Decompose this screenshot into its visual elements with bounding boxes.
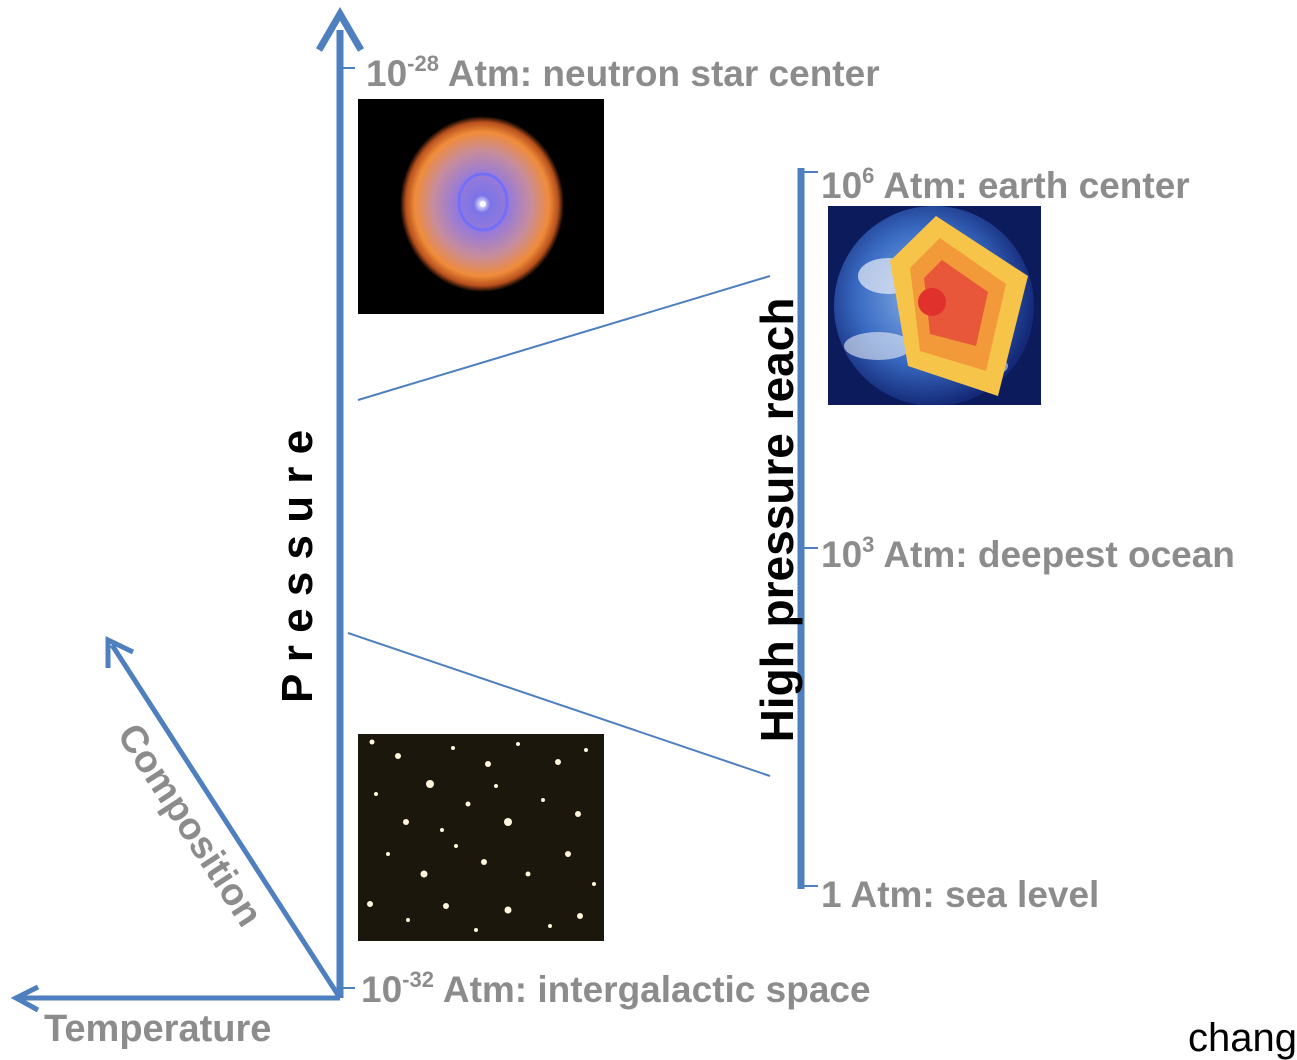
intergalactic-exponent: -32 bbox=[402, 967, 434, 992]
composition-arrowhead bbox=[105, 636, 135, 668]
deepest-ocean-label: 103 Atm: deepest ocean bbox=[821, 534, 1235, 575]
earth-center-exponent: 6 bbox=[862, 163, 875, 188]
intergalactic-label: 10-32 Atm: intergalactic space bbox=[361, 969, 871, 1010]
neutron-star-text: Atm: neutron star center bbox=[438, 53, 880, 94]
neutron-star-exponent: -28 bbox=[407, 51, 439, 76]
zoom-line-top bbox=[357, 275, 771, 401]
neutron-star-base: 10 bbox=[366, 53, 408, 94]
deepest-ocean-exponent: 3 bbox=[862, 532, 875, 557]
pressure-arrowhead bbox=[315, 7, 365, 52]
nebula-icon bbox=[400, 116, 564, 292]
starfield-image bbox=[358, 734, 604, 941]
temperature-arrowhead bbox=[10, 984, 40, 1013]
intergalactic-text: Atm: intergalactic space bbox=[433, 969, 871, 1010]
footer-cut-text: chang bbox=[1188, 1016, 1297, 1060]
zoom-line-bottom bbox=[347, 632, 771, 777]
earth-center-base: 10 bbox=[821, 165, 863, 206]
composition-axis bbox=[109, 643, 343, 1000]
temperature-axis-label: Temperature bbox=[44, 1008, 272, 1050]
high-pressure-reach-label: High pressure reach bbox=[751, 297, 803, 743]
neutron-star-label: 10-28 Atm: neutron star center bbox=[366, 53, 880, 94]
sea-level-text: 1 Atm: sea level bbox=[821, 874, 1100, 915]
intergalactic-base: 10 bbox=[361, 969, 403, 1010]
nebula-image bbox=[358, 99, 604, 314]
deepest-ocean-base: 10 bbox=[821, 534, 863, 575]
starfield-icon bbox=[367, 739, 596, 932]
earth-core-image bbox=[828, 206, 1041, 405]
earth-center-text: Atm: earth center bbox=[874, 165, 1190, 206]
pressure-axis-label: P r e s s u r e bbox=[273, 429, 322, 703]
earth-core-icon bbox=[834, 206, 1034, 405]
deepest-ocean-text: Atm: deepest ocean bbox=[874, 534, 1235, 575]
sea-level-label: 1 Atm: sea level bbox=[821, 876, 1099, 913]
earth-center-label: 106 Atm: earth center bbox=[821, 165, 1190, 206]
